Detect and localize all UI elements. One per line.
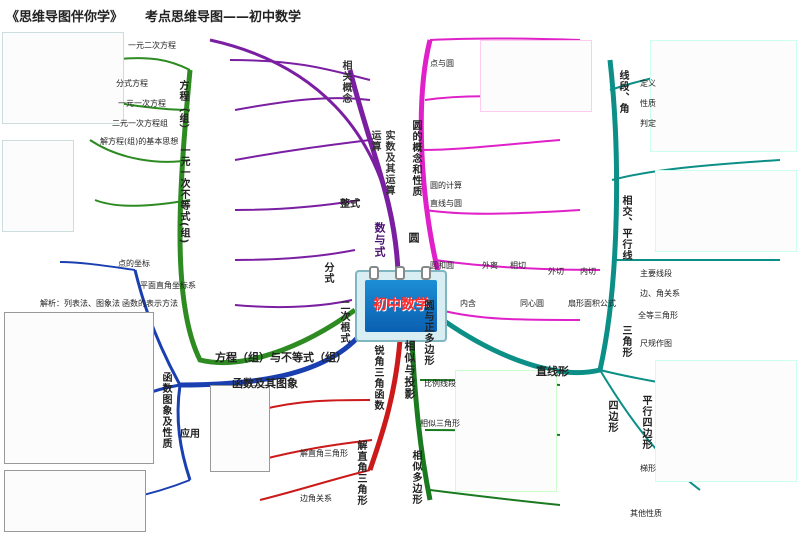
branch-jiaose-sanjiao: 锐角三角函数 — [372, 345, 383, 411]
branch-shishu: 实数及其运算 — [383, 130, 394, 196]
label-tongxinyuan: 同心圆 — [520, 299, 544, 308]
note-block — [650, 40, 797, 152]
branch-zhengduobianxing: 圆与正多边形 — [422, 300, 433, 366]
branch-zhengshi: 整式 — [340, 199, 360, 210]
branch-quandeng: 全等三角形 — [638, 311, 678, 320]
branch-shu-yu-shi: 数与式 — [373, 222, 386, 258]
branch-sanjiaoxing: 三角形 — [620, 325, 631, 358]
note-block — [4, 312, 154, 464]
central-label: 初中数学 — [373, 297, 429, 313]
branch-dian-yuan: 点与圆 — [430, 59, 454, 68]
label-xiangqie: 相切 — [510, 261, 526, 270]
branch-hanshu-tuxiang: 函数图象及性质 — [160, 372, 171, 449]
branch-xingzhi: 性质 — [640, 99, 656, 108]
branch-biaoshi-fangfa: 函数的表示方法 — [122, 299, 178, 308]
branch-erci-yici-zu: 二元一次方程组 — [112, 119, 168, 128]
note-block — [4, 470, 146, 532]
label-bianjiao-guanxi2: 边角关系 — [300, 494, 332, 503]
branch-hanshu: 函数及其图象 — [232, 377, 298, 390]
central-node: 初中数学 — [355, 266, 447, 342]
binder-ring-icon — [369, 266, 379, 280]
central-panel: 初中数学 — [365, 280, 437, 332]
branch-bian-jiao-guanxi: 边、角关系 — [640, 289, 680, 298]
branch-tixing: 梯形 — [640, 464, 656, 473]
branch-jieti: 解方程(组)的基本思想 — [100, 137, 179, 146]
branch-fangcheng-zu: 方程（组） — [177, 80, 188, 135]
label-waiqie: 外切 — [548, 267, 564, 276]
branch-xiangjiao-pingxing: 相交、平行线 — [620, 195, 631, 261]
branch-yiyuan-yici: 一元一次方程 — [118, 99, 166, 108]
branch-pingxing-sibianxing: 平行四边形 — [640, 395, 651, 450]
note-block — [210, 385, 270, 472]
label-shanxing-mianji: 扇形面积公式 — [568, 299, 616, 308]
binder-ring-icon — [395, 266, 405, 280]
branch-yuan: 圆 — [407, 232, 420, 244]
branch-jiexi: 解析：列表法、图象法 — [40, 299, 120, 308]
map-title: 《思维导图伴你学》 — [6, 10, 124, 25]
branch-fenshi-fangcheng: 分式方程 — [116, 79, 148, 88]
branch-erci-genshi: 二次根式 — [338, 300, 349, 344]
branch-fangcheng-bu-deng-shi: 方程（组）与不等式（组） — [215, 351, 347, 364]
branch-xiangsi-duobianxing: 相似多边形 — [410, 450, 421, 505]
note-block — [2, 32, 124, 124]
branch-yuan-yuan: 圆和圆 — [430, 261, 454, 270]
note-block — [480, 40, 592, 112]
branch-xiangsi: 相似与投影 — [403, 340, 416, 400]
label-jiezhi-sanjiaoxing: 解直角三角形 — [300, 449, 348, 458]
branch-qita-xingzhi: 其他性质 — [630, 509, 662, 518]
branch-zhuyao-xianduan: 主要线段 — [640, 269, 672, 278]
note-block — [455, 370, 557, 492]
branch-yiyuan-budengshi: 一元一次不等式(组) — [178, 145, 189, 245]
branch-yuan-jisuan: 圆的计算 — [430, 181, 462, 190]
label-neihan: 内含 — [460, 299, 476, 308]
map-subtitle: 考点思维导图——初中数学 — [145, 10, 302, 25]
branch-zhixian-xing: 直线形 — [536, 365, 569, 378]
branch-zhixian-yuan: 直线与圆 — [430, 199, 462, 208]
note-block — [655, 360, 797, 482]
branch-yuan-gainian: 圆的概念和性质 — [410, 120, 421, 197]
note-block — [655, 170, 797, 252]
branch-xiangguan: 相关概念 — [340, 60, 351, 104]
branch-chichui-zuotu: 尺规作图 — [640, 339, 672, 348]
branch-jie-zhijiao: 解直角三角形 — [355, 440, 366, 506]
branch-sibian-xing: 四边形 — [606, 400, 617, 433]
branch-fenshi: 分式 — [322, 262, 333, 284]
branch-youliangshi: 运算 — [369, 130, 380, 152]
branch-dingyi: 定义 — [640, 79, 656, 88]
label-waili: 外离 — [482, 261, 498, 270]
branch-pingmian-zuobiao: 平面直角坐标系 — [140, 281, 196, 290]
branch-xianduan-jiao: 线段、角 — [617, 70, 628, 114]
branch-yingyong: 应用 — [180, 429, 200, 440]
branch-dian-zuobiao: 点的坐标 — [118, 259, 150, 268]
branch-xiangsi-sanjiaoxing: 相似三角形 — [420, 419, 460, 428]
branch-yiyuan-erci: 一元二次方程 — [128, 41, 176, 50]
binder-ring-icon — [421, 266, 431, 280]
note-block — [2, 140, 74, 232]
branch-bili-xianduan: 比例线段 — [424, 379, 456, 388]
branch-panding: 判定 — [640, 119, 656, 128]
label-neiqie: 内切 — [580, 267, 596, 276]
